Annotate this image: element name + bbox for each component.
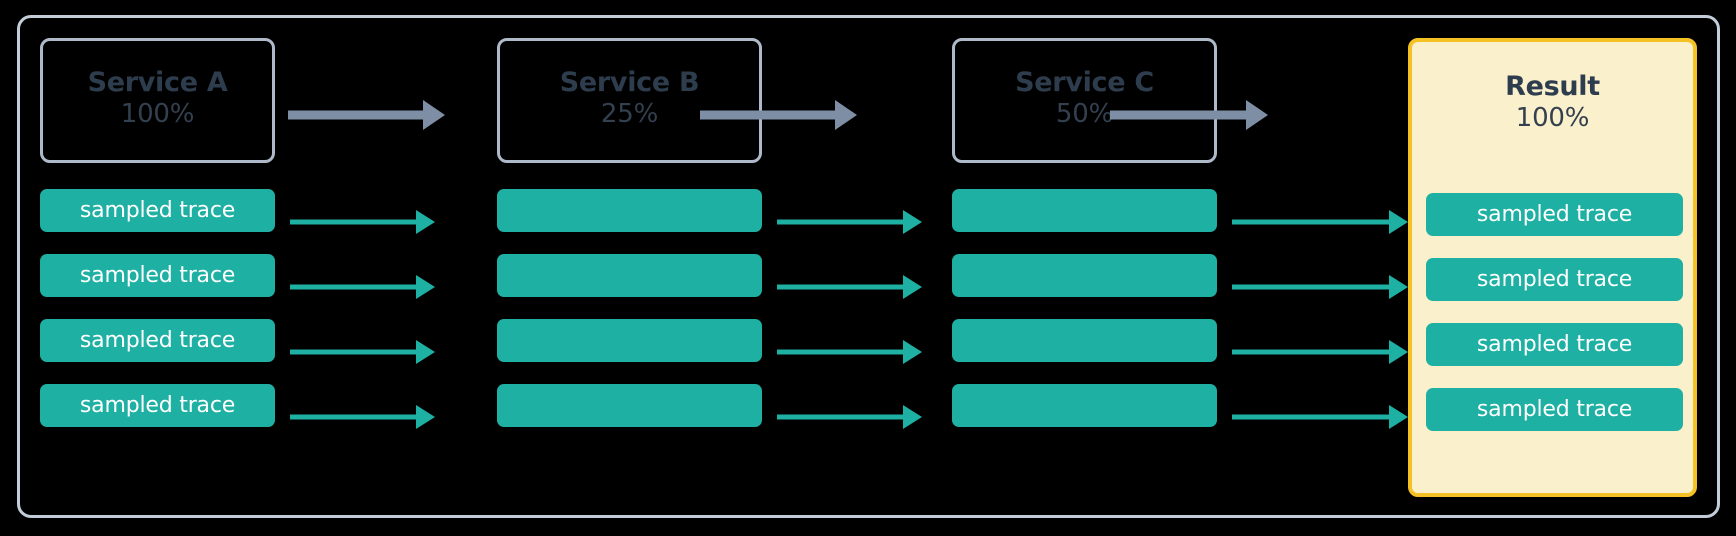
trace-label: sampled trace [1476, 397, 1633, 422]
arrow-shaft [1232, 349, 1390, 355]
result-percent: 100% [1515, 103, 1590, 134]
trace-box-result-row-1: sampled trace [1426, 193, 1683, 236]
arrow-head-icon [416, 275, 435, 299]
arrow-head-icon [416, 340, 435, 364]
arrow-trace-a-to-b-row-3 [290, 340, 435, 364]
arrow-head-icon [1389, 405, 1408, 429]
arrow-service-b-to-service-c [700, 100, 857, 130]
result-header: Result 100% [1412, 42, 1693, 167]
trace-label: sampled trace [1476, 202, 1633, 227]
arrow-service-c-to-result [1110, 100, 1268, 130]
trace-box-result-row-3: sampled trace [1426, 323, 1683, 366]
service-box-service-c: Service C 50% [952, 38, 1217, 163]
arrow-head-icon [416, 210, 435, 234]
arrow-head-icon [423, 100, 445, 130]
arrow-shaft [777, 284, 904, 290]
result-panel: Result 100% sampled trace sampled trace … [1408, 38, 1697, 497]
trace-box-service-b-row-4 [497, 384, 762, 427]
trace-box-service-a-row-1: sampled trace [40, 189, 275, 232]
result-title: Result [1505, 70, 1600, 102]
diagram-outer-frame [17, 15, 1720, 518]
trace-box-service-b-row-1 [497, 189, 762, 232]
service-percent: 100% [120, 99, 195, 130]
arrow-trace-c-to-result-row-4 [1232, 405, 1408, 429]
arrow-head-icon [903, 210, 922, 234]
arrow-trace-c-to-result-row-1 [1232, 210, 1408, 234]
trace-box-result-row-4: sampled trace [1426, 388, 1683, 431]
trace-box-service-a-row-3: sampled trace [40, 319, 275, 362]
arrow-shaft [1232, 414, 1390, 420]
arrow-shaft [777, 349, 904, 355]
arrow-trace-c-to-result-row-3 [1232, 340, 1408, 364]
arrow-shaft [1110, 110, 1246, 120]
trace-box-service-c-row-1 [952, 189, 1217, 232]
arrow-trace-b-to-c-row-4 [777, 405, 922, 429]
service-percent: 50% [1055, 99, 1114, 130]
arrow-head-icon [1389, 340, 1408, 364]
arrow-head-icon [1389, 275, 1408, 299]
trace-box-service-c-row-2 [952, 254, 1217, 297]
trace-label: sampled trace [79, 263, 236, 288]
trace-label: sampled trace [1476, 267, 1633, 292]
trace-box-service-a-row-4: sampled trace [40, 384, 275, 427]
arrow-shaft [1232, 219, 1390, 225]
service-title: Service C [1015, 66, 1154, 98]
service-title: Service A [87, 66, 228, 98]
arrow-shaft [290, 414, 417, 420]
arrow-head-icon [416, 405, 435, 429]
arrow-shaft [290, 219, 417, 225]
arrow-trace-a-to-b-row-4 [290, 405, 435, 429]
trace-label: sampled trace [79, 198, 236, 223]
trace-label: sampled trace [1476, 332, 1633, 357]
arrow-trace-b-to-c-row-3 [777, 340, 922, 364]
arrow-shaft [290, 349, 417, 355]
arrow-shaft [290, 284, 417, 290]
trace-box-service-c-row-4 [952, 384, 1217, 427]
arrow-trace-b-to-c-row-2 [777, 275, 922, 299]
arrow-shaft [288, 110, 423, 120]
service-box-service-b: Service B 25% [497, 38, 762, 163]
arrow-trace-b-to-c-row-1 [777, 210, 922, 234]
trace-box-service-c-row-3 [952, 319, 1217, 362]
arrow-shaft [1232, 284, 1390, 290]
service-box-service-a: Service A 100% [40, 38, 275, 163]
service-percent: 25% [600, 99, 659, 130]
trace-box-service-b-row-3 [497, 319, 762, 362]
arrow-head-icon [835, 100, 857, 130]
arrow-service-a-to-service-b [288, 100, 445, 130]
arrow-head-icon [1389, 210, 1408, 234]
arrow-head-icon [903, 275, 922, 299]
service-title: Service B [559, 66, 700, 98]
arrow-head-icon [903, 340, 922, 364]
arrow-shaft [777, 219, 904, 225]
arrow-trace-a-to-b-row-2 [290, 275, 435, 299]
trace-box-service-b-row-2 [497, 254, 762, 297]
arrow-shaft [700, 110, 835, 120]
arrow-trace-a-to-b-row-1 [290, 210, 435, 234]
trace-label: sampled trace [79, 393, 236, 418]
trace-box-result-row-2: sampled trace [1426, 258, 1683, 301]
arrow-head-icon [903, 405, 922, 429]
arrow-shaft [777, 414, 904, 420]
arrow-head-icon [1246, 100, 1268, 130]
arrow-trace-c-to-result-row-2 [1232, 275, 1408, 299]
trace-box-service-a-row-2: sampled trace [40, 254, 275, 297]
trace-label: sampled trace [79, 328, 236, 353]
